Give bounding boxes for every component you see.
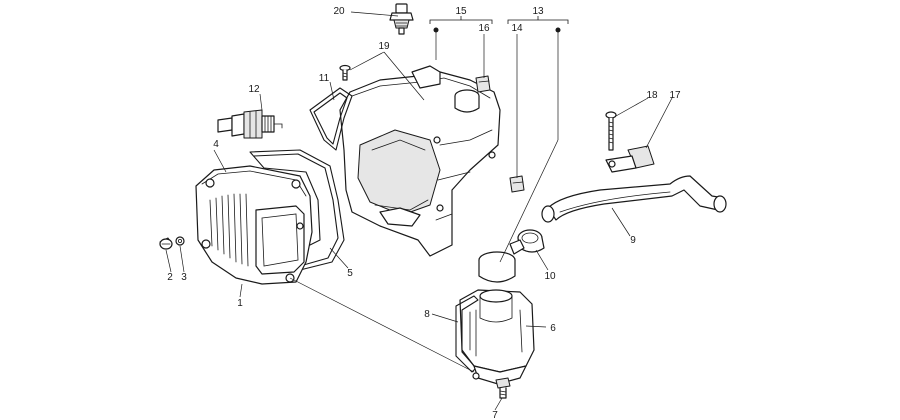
callout-12: 12 [248, 84, 260, 95]
callout-4: 4 [213, 139, 219, 150]
part-9-hose [541, 175, 727, 223]
part-16-clip [475, 75, 491, 93]
part-7-screw [495, 377, 511, 399]
group-bracket-13 [507, 16, 569, 33]
part-11-seal [309, 87, 353, 151]
callout-labels: 20 15 13 16 14 19 11 12 18 17 4 9 5 2 3 … [167, 6, 681, 420]
callout-3: 3 [181, 272, 187, 283]
callout-5: 5 [347, 268, 353, 279]
callout-16: 16 [478, 23, 490, 34]
part-6-breather-housing [455, 239, 535, 385]
part-12-spark-plug [217, 109, 283, 139]
part-10-clamp [517, 229, 545, 253]
group-bracket-15 [429, 16, 493, 33]
callout-9: 9 [630, 235, 636, 246]
part-18-screw [605, 111, 617, 151]
part-17-bracket [605, 145, 655, 173]
callout-20: 20 [333, 6, 345, 17]
callout-2: 2 [167, 272, 173, 283]
callout-6: 6 [550, 323, 556, 334]
part-3-washer [175, 236, 185, 246]
callout-8: 8 [424, 309, 430, 320]
part-19-screw [339, 64, 351, 81]
callout-1: 1 [237, 298, 243, 309]
leader-lines [165, 11, 673, 411]
part-15-shroud [339, 65, 501, 257]
callout-15: 15 [455, 6, 467, 17]
callout-13: 13 [532, 6, 544, 17]
callout-17: 17 [669, 90, 681, 101]
part-1-valve-cover [195, 165, 313, 285]
part-14-clip [509, 175, 525, 193]
callout-11: 11 [319, 73, 330, 84]
callout-18: 18 [646, 90, 658, 101]
callout-14: 14 [511, 23, 523, 34]
part-2-screw [159, 237, 173, 250]
callout-10: 10 [544, 271, 556, 282]
callout-7: 7 [492, 410, 498, 420]
callout-19: 19 [378, 41, 390, 52]
part-20-sensor [389, 3, 414, 35]
